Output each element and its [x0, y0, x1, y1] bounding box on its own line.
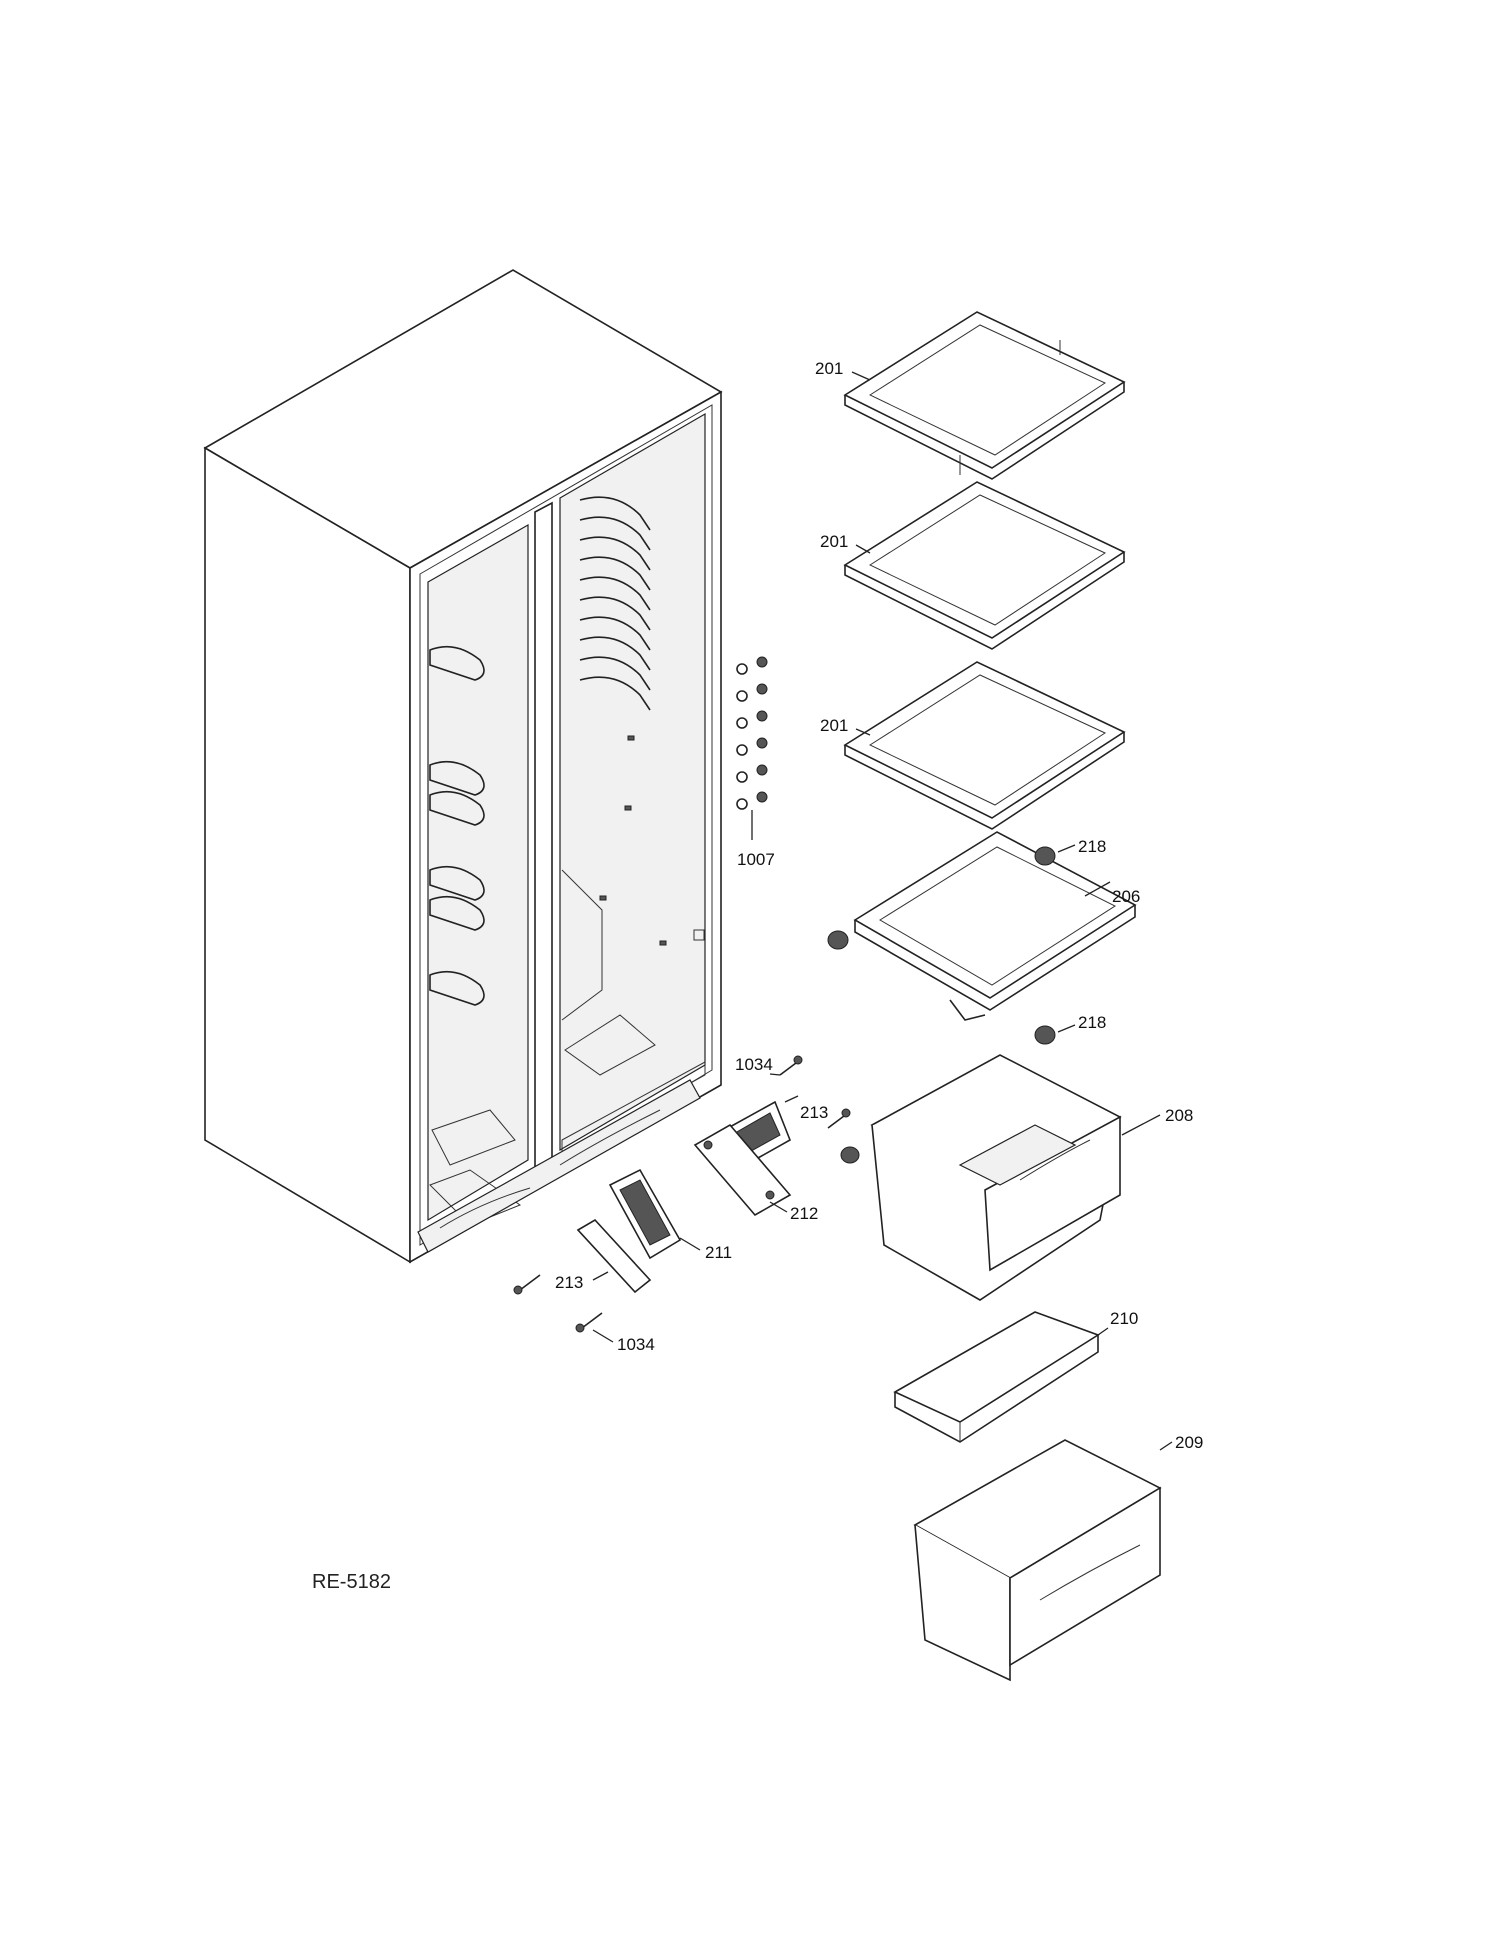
- label-209: 209: [1175, 1433, 1203, 1452]
- label-210: 210: [1110, 1309, 1138, 1328]
- screw-1034-left: [513, 1274, 541, 1295]
- cap-218-left: [827, 930, 849, 950]
- label-1007: 1007: [737, 850, 775, 869]
- label-1034-center: 1034: [735, 1055, 773, 1074]
- drawer-208: [870, 1054, 1122, 1301]
- bracket-211: [608, 1168, 682, 1260]
- fresh-food-rails: [561, 496, 706, 1156]
- label-1034-lower: 1034: [617, 1335, 655, 1354]
- label-201-top: 201: [815, 359, 843, 378]
- label-201-middle: 201: [820, 532, 848, 551]
- label-213-upper: 213: [800, 1103, 828, 1122]
- screw-1034-bottom: [575, 1312, 603, 1333]
- shelf-206: [853, 831, 1137, 1021]
- screw-1034-center: [779, 1055, 803, 1076]
- callout-labels: 201 201 201 1007 218 206 218 1034 213 20…: [555, 359, 1203, 1452]
- screw-1034-right: [827, 1108, 851, 1129]
- cap-218-lower: [1034, 1025, 1056, 1045]
- drawer-209: [913, 1439, 1162, 1682]
- nut-right: [840, 1146, 860, 1164]
- label-206: 206: [1112, 887, 1140, 906]
- cover-213-lower: [576, 1218, 652, 1294]
- label-208: 208: [1165, 1106, 1193, 1125]
- bracket-212: [693, 1123, 792, 1217]
- leader-lines: [592, 371, 1173, 1451]
- cap-218-upper: [1034, 846, 1056, 866]
- freezer-rails: [429, 645, 522, 1226]
- label-218-upper: 218: [1078, 837, 1106, 856]
- label-211: 211: [705, 1243, 732, 1262]
- shelf-201-top: [843, 311, 1126, 480]
- shelf-201-lower: [843, 661, 1126, 830]
- label-212: 212: [790, 1204, 818, 1223]
- label-218-lower: 218: [1078, 1013, 1106, 1032]
- refrigerator-cabinet: [203, 269, 723, 1264]
- diagram-code: RE-5182: [312, 1571, 391, 1593]
- screw-set-1007: [736, 656, 768, 810]
- label-201-lower: 201: [820, 716, 848, 735]
- label-213-lower: 213: [555, 1273, 583, 1292]
- shelf-201-middle: [843, 481, 1126, 650]
- cover-210: [893, 1311, 1100, 1443]
